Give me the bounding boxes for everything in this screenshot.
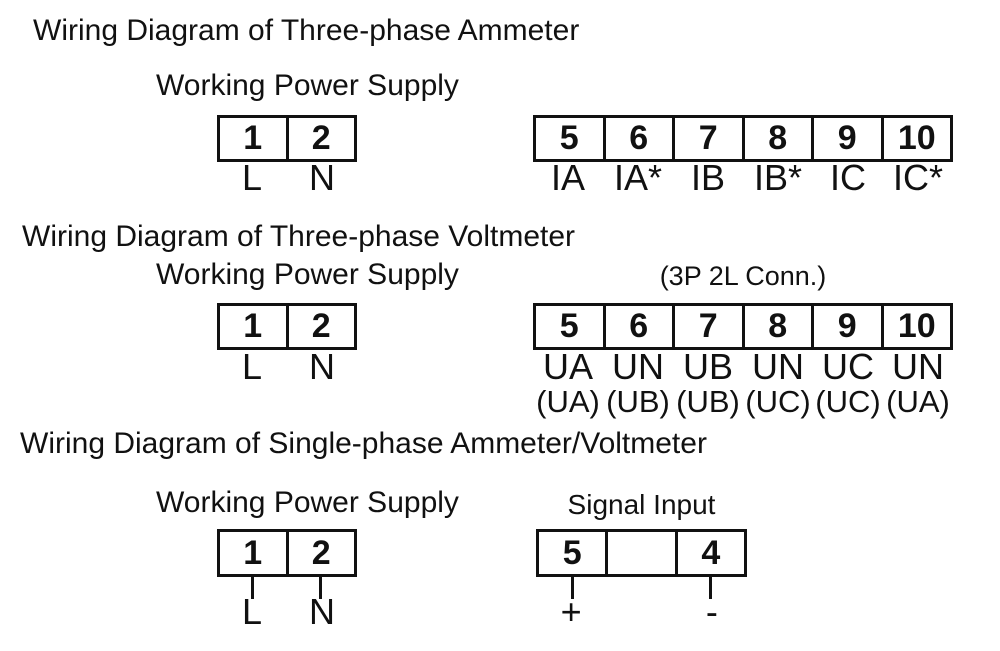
label-un-1: UN — [612, 346, 664, 387]
terminal-cell-5: 5 — [559, 119, 579, 157]
section2-power-terminal-strip: 1 2 — [217, 303, 357, 350]
label-plus: + — [560, 591, 582, 632]
label-alt-ua-2: (UA) — [886, 384, 950, 419]
section3-signal-terminal-strip: 5 4 — [536, 529, 747, 577]
label-line: L — [241, 346, 263, 387]
label-neutral: N — [309, 346, 335, 387]
section2-voltage-terminal-strip: 5 6 7 8 9 10 — [533, 303, 953, 350]
label-alt-ub-1: (UB) — [606, 384, 670, 419]
label-alt-uc-1: (UC) — [745, 384, 811, 419]
label-alt-ua: (UA) — [536, 384, 600, 419]
terminal-cell-10: 10 — [880, 118, 951, 159]
section1-power-terminal-labels: L N — [217, 157, 357, 198]
label-ua: UA — [542, 346, 593, 387]
terminal-cell-2: 2 — [285, 532, 355, 574]
label-blank — [606, 592, 676, 632]
label-line: L — [241, 591, 263, 632]
label-line: L — [241, 157, 263, 198]
lead-wire-terminal-5 — [571, 576, 574, 599]
terminal-cell-blank — [605, 532, 674, 574]
terminal-cell-2: 2 — [285, 306, 355, 347]
terminal-cell-10: 10 — [880, 306, 951, 347]
section3-title: Wiring Diagram of Single-phase Ammeter/V… — [20, 427, 707, 460]
label-ic-star: IC* — [892, 157, 943, 198]
label-ia-star: IA* — [613, 157, 663, 198]
lead-wire-terminal-2 — [319, 576, 322, 599]
section3-power-terminal-labels: L N — [217, 591, 357, 632]
section2-voltage-terminal-alt-labels: (UA) (UB) (UB) (UC) (UC) (UA) — [533, 382, 953, 422]
section3-signal-terminal-labels: + - — [536, 591, 747, 632]
terminal-cell-9: 9 — [811, 118, 881, 159]
terminal-cell-2: 2 — [285, 118, 355, 159]
section2-voltage-terminal-labels: UA UN UB UN UC UN — [533, 346, 953, 387]
section2-title: Wiring Diagram of Three-phase Voltmeter — [22, 220, 576, 253]
terminal-cell-8: 8 — [741, 306, 812, 347]
terminal-cell-1: 1 — [243, 119, 263, 157]
lead-wire-terminal-1 — [251, 576, 254, 599]
label-minus: - — [705, 591, 718, 632]
terminal-cell-8: 8 — [741, 118, 812, 159]
label-neutral: N — [309, 591, 335, 632]
terminal-cell-7: 7 — [672, 118, 742, 159]
section3-power-supply-heading: Working Power Supply — [156, 486, 459, 519]
section1-current-terminal-strip: 5 6 7 8 9 10 — [533, 115, 953, 162]
lead-wire-terminal-4 — [709, 576, 712, 599]
label-un-3: UN — [892, 346, 944, 387]
label-ib: IB — [690, 157, 725, 198]
label-ub: UB — [682, 346, 733, 387]
label-uc: UC — [822, 346, 874, 387]
terminal-cell-1: 1 — [243, 307, 263, 345]
label-alt-uc-2: (UC) — [815, 384, 881, 419]
label-ic: IC — [830, 157, 866, 198]
terminal-cell-5: 5 — [562, 533, 582, 572]
section1-title: Wiring Diagram of Three-phase Ammeter — [33, 14, 580, 47]
section3-signal-input-heading: Signal Input — [567, 489, 716, 520]
section2-power-supply-heading: Working Power Supply — [156, 258, 459, 291]
terminal-cell-1: 1 — [243, 533, 263, 572]
section2-power-terminal-labels: L N — [217, 346, 357, 387]
label-ib-star: IB* — [753, 157, 803, 198]
section1-current-terminal-labels: IA IA* IB IB* IC IC* — [533, 157, 953, 198]
terminal-cell-6: 6 — [602, 118, 673, 159]
section2-connection-heading: (3P 2L Conn.) — [659, 261, 827, 291]
terminal-cell-5: 5 — [559, 307, 579, 345]
label-neutral: N — [309, 157, 335, 198]
terminal-cell-4: 4 — [674, 532, 744, 574]
section3-power-terminal-strip: 1 2 — [217, 529, 357, 577]
terminal-cell-6: 6 — [602, 306, 673, 347]
terminal-cell-7: 7 — [672, 306, 742, 347]
section1-power-terminal-strip: 1 2 — [217, 115, 357, 162]
section1-power-supply-heading: Working Power Supply — [156, 69, 459, 102]
label-alt-ub-2: (UB) — [676, 384, 740, 419]
label-un-2: UN — [752, 346, 804, 387]
terminal-cell-9: 9 — [811, 306, 881, 347]
label-ia: IA — [550, 157, 585, 198]
